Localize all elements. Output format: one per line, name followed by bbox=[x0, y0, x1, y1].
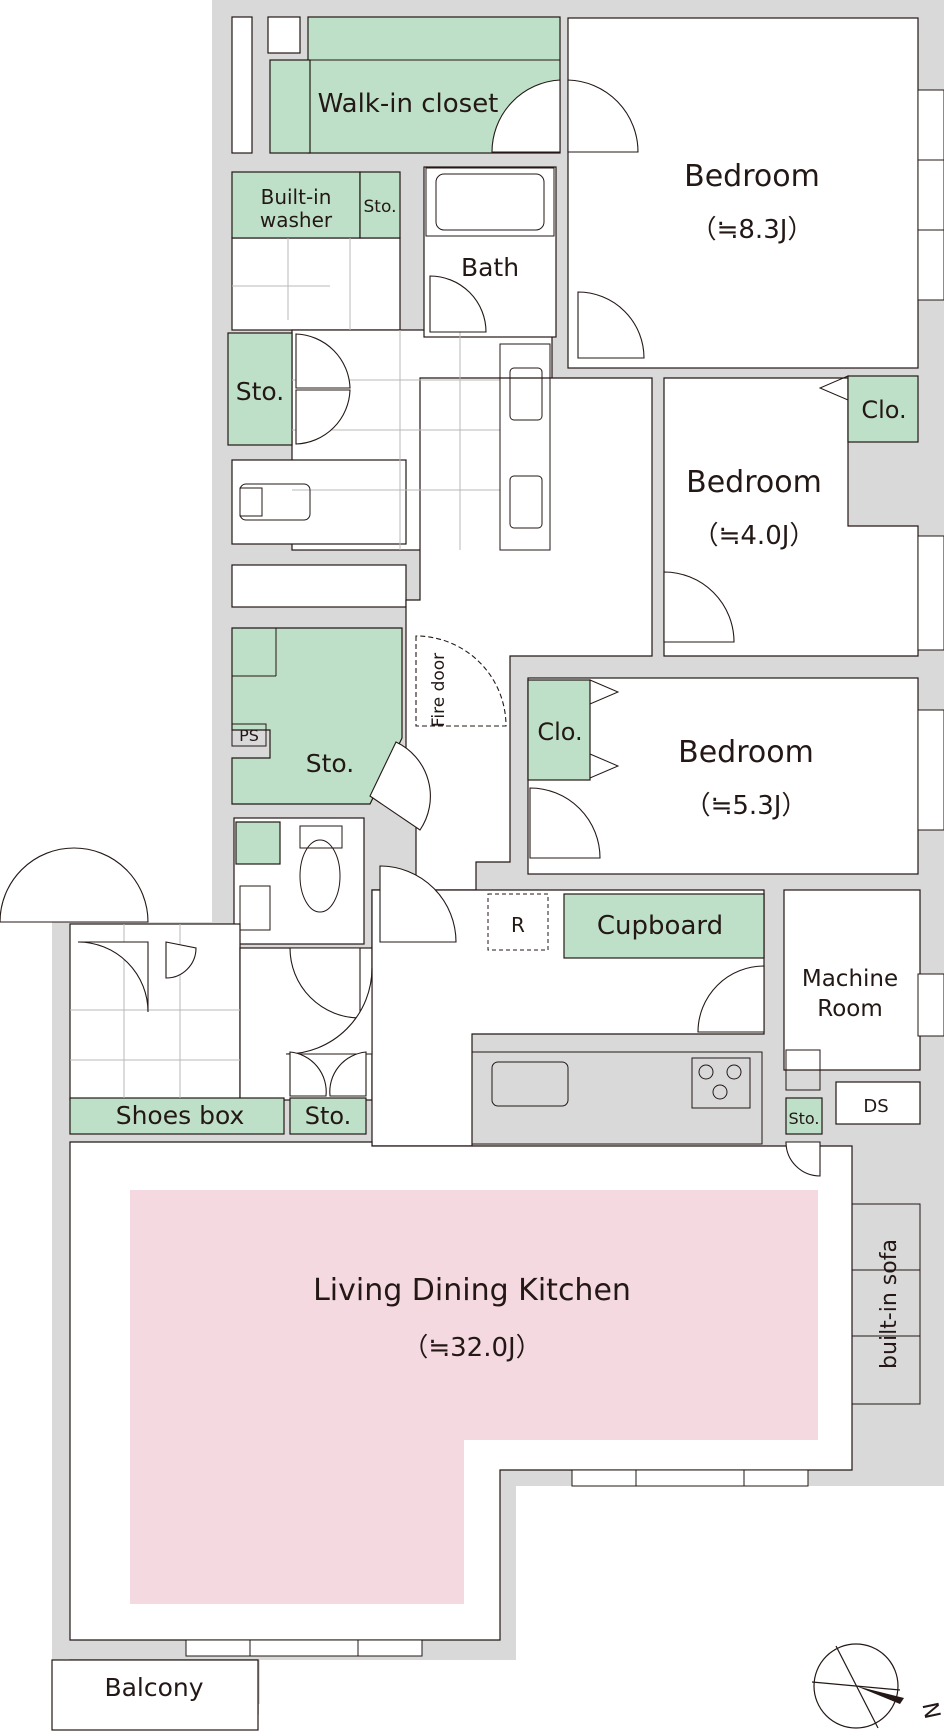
sto-middle-label: Sto. bbox=[306, 749, 354, 778]
storage-areas bbox=[69, 16, 919, 1135]
washer-label-2: washer bbox=[260, 208, 333, 232]
clo-bedroom-3-label: Clo. bbox=[537, 718, 582, 746]
clo-bedroom-2-label: Clo. bbox=[861, 396, 906, 424]
compass: N bbox=[811, 1643, 944, 1729]
storage-left bbox=[227, 332, 293, 446]
walk-in-closet-label: Walk-in closet bbox=[318, 89, 499, 119]
built-in-sofa bbox=[851, 1203, 921, 1405]
windows bbox=[185, 89, 944, 1657]
shoes-box bbox=[69, 1097, 285, 1135]
refrigerator-label: R bbox=[511, 913, 525, 937]
built-in-sofa-label: built-in sofa bbox=[877, 1239, 902, 1369]
sto-entrance-label: Sto. bbox=[305, 1102, 352, 1130]
bedroom-3-label: Bedroom bbox=[678, 735, 814, 770]
bedroom-3-size: （≒5.3J） bbox=[685, 791, 808, 821]
sto-left-label: Sto. bbox=[236, 377, 284, 406]
ps-label: PS bbox=[239, 726, 259, 745]
ps-box bbox=[231, 723, 267, 747]
north-label: N bbox=[916, 1700, 944, 1721]
machine-room-label-1: Machine bbox=[802, 966, 898, 992]
cupboard-label: Cupboard bbox=[597, 911, 723, 941]
machine-room-label-2: Room bbox=[817, 996, 883, 1022]
shoes-box-label: Shoes box bbox=[116, 1101, 245, 1130]
refrigerator-icon bbox=[487, 893, 549, 951]
cupboard bbox=[563, 893, 765, 959]
bedroom-1-size: （≒8.3J） bbox=[691, 215, 814, 245]
bathtub bbox=[425, 167, 555, 237]
bath-label: Bath bbox=[461, 253, 519, 282]
fire-door-label: Fire door bbox=[429, 653, 449, 727]
entrance bbox=[69, 923, 241, 1101]
ldk-floor bbox=[130, 1190, 818, 1604]
ds-label: DS bbox=[863, 1096, 888, 1117]
doors bbox=[0, 79, 849, 1177]
bedroom-2-label: Bedroom bbox=[686, 465, 822, 500]
storage-middle bbox=[231, 627, 403, 805]
sto-kitchen-label: Sto. bbox=[788, 1109, 819, 1128]
labels: Walk-in closet Bedroom （≒8.3J） Built-in … bbox=[104, 89, 906, 1702]
ldk-label: Living Dining Kitchen bbox=[313, 1273, 631, 1308]
north-arrow-icon bbox=[856, 1686, 904, 1704]
kitchen-counter bbox=[471, 1051, 763, 1145]
machine-room bbox=[783, 889, 921, 1071]
bedroom-1-label: Bedroom bbox=[684, 159, 820, 194]
bedroom-2-size: （≒4.0J） bbox=[693, 521, 816, 551]
balcony-label: Balcony bbox=[104, 1673, 203, 1702]
washer-label-1: Built-in bbox=[261, 185, 332, 209]
stove-icon bbox=[691, 1057, 751, 1109]
fixtures bbox=[231, 167, 921, 1405]
sto-washer-label: Sto. bbox=[364, 197, 397, 217]
ldk-size: （≒32.0J） bbox=[402, 1333, 541, 1363]
